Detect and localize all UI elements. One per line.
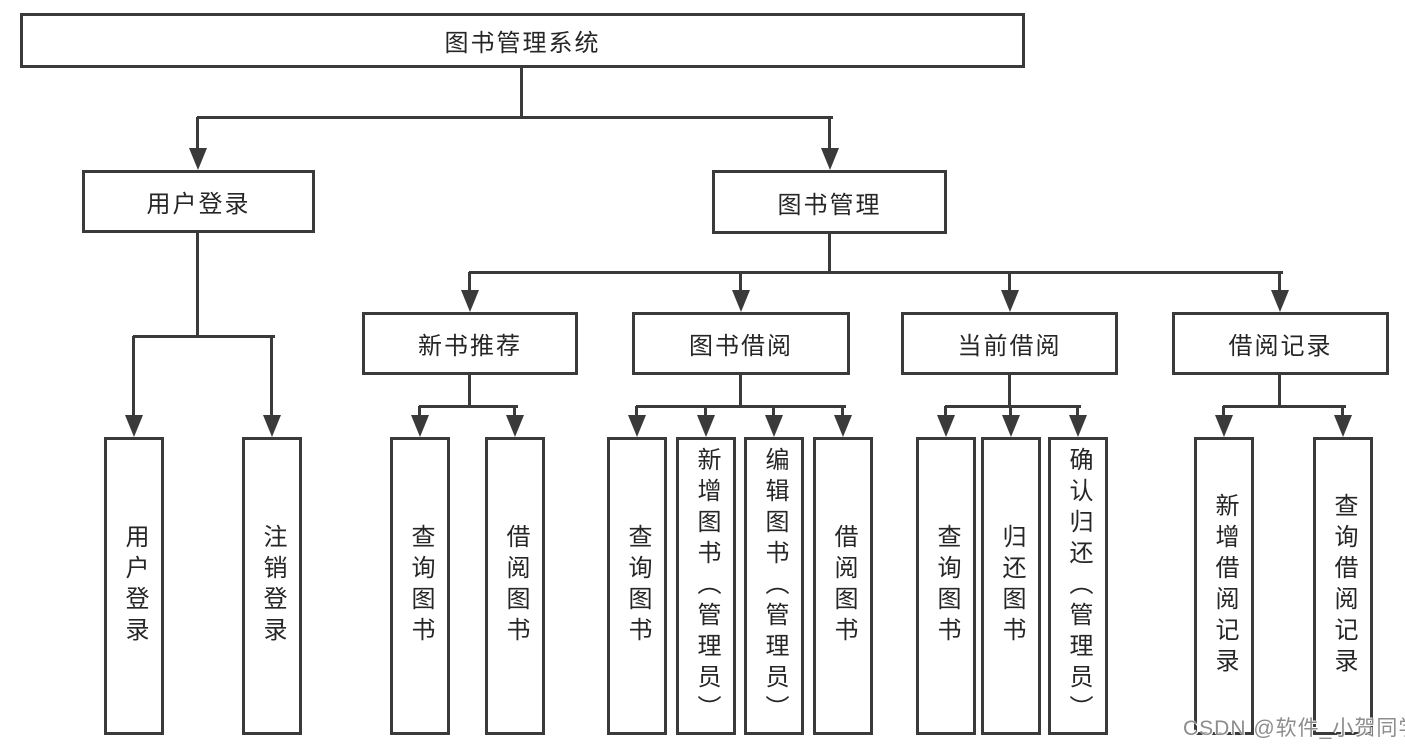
connector-line: [1009, 406, 1012, 419]
leaf-confirm-return-admin: 确认归还（管理员）: [1048, 437, 1108, 735]
arrow-down-icon: [1215, 415, 1233, 437]
connector-line: [1008, 272, 1011, 294]
connector-line: [419, 405, 518, 408]
leaf-add-books-admin: 新增图书（管理员）: [676, 437, 736, 735]
arrow-down-icon: [1002, 415, 1020, 437]
connector-line: [1341, 406, 1344, 419]
connector-line: [468, 375, 471, 408]
arrow-down-icon: [1001, 290, 1019, 312]
connector-line: [945, 405, 1081, 408]
connector-line: [1278, 272, 1281, 294]
node-book-borrowing: 图书借阅: [632, 312, 850, 375]
leaf-add-borrow-record: 新增借阅记录: [1194, 437, 1254, 735]
arrow-down-icon: [125, 415, 143, 437]
leaf-return-books: 归还图书: [981, 437, 1041, 735]
arrow-down-icon: [628, 415, 646, 437]
leaf-borrow-books-recommend: 借阅图书: [485, 437, 545, 735]
connector-line: [636, 405, 846, 408]
arrow-down-icon: [263, 415, 281, 437]
connector-line: [828, 234, 831, 274]
connector-line: [133, 335, 275, 338]
leaf-query-books-recommend: 查询图书: [390, 437, 450, 735]
arrow-down-icon: [821, 148, 839, 170]
connector-line: [1008, 375, 1011, 408]
connector-line: [418, 406, 421, 419]
arrow-down-icon: [834, 415, 852, 437]
connector-line: [1222, 406, 1225, 419]
arrow-down-icon: [506, 415, 524, 437]
connector-line: [772, 406, 775, 419]
leaf-query-borrow-record: 查询借阅记录: [1313, 437, 1373, 735]
connector-line: [197, 116, 833, 119]
watermark: CSDN @软件_小贺同学: [1183, 717, 1405, 740]
connector-line: [635, 406, 638, 419]
connector-line: [944, 406, 947, 419]
arrow-down-icon: [1069, 415, 1087, 437]
connector-line: [828, 117, 831, 152]
connector-line: [196, 117, 199, 152]
connector-line: [739, 375, 742, 408]
node-user-login: 用户登录: [82, 170, 315, 233]
connector-line: [469, 271, 1283, 274]
leaf-edit-books-admin: 编辑图书（管理员）: [744, 437, 804, 735]
connector-line: [739, 272, 742, 294]
leaf-logout-login: 注销登录: [242, 437, 302, 735]
connector-line: [520, 68, 523, 119]
node-new-book-recommendation: 新书推荐: [362, 312, 578, 375]
connector-line: [1076, 406, 1079, 419]
leaf-user-login: 用户登录: [104, 437, 164, 735]
arrow-down-icon: [461, 290, 479, 312]
connector-line: [513, 406, 516, 419]
connector-line: [704, 406, 707, 419]
connector-line: [1223, 405, 1346, 408]
arrow-down-icon: [732, 290, 750, 312]
arrow-down-icon: [697, 415, 715, 437]
node-borrowing-records: 借阅记录: [1172, 312, 1389, 375]
arrow-down-icon: [189, 148, 207, 170]
connector-line: [468, 272, 471, 294]
connector-line: [196, 233, 199, 338]
leaf-query-books-current: 查询图书: [916, 437, 976, 735]
arrow-down-icon: [937, 415, 955, 437]
connector-line: [270, 336, 273, 419]
arrow-down-icon: [1334, 415, 1352, 437]
arrow-down-icon: [765, 415, 783, 437]
leaf-query-books-borrow: 查询图书: [607, 437, 667, 735]
arrow-down-icon: [1271, 290, 1289, 312]
node-current-borrowing: 当前借阅: [901, 312, 1118, 375]
node-book-management: 图书管理: [712, 170, 947, 234]
connector-line: [841, 406, 844, 419]
connector-line: [132, 336, 135, 419]
leaf-borrow-books-borrow: 借阅图书: [813, 437, 873, 735]
arrow-down-icon: [411, 415, 429, 437]
node-system-root: 图书管理系统: [20, 13, 1025, 68]
connector-line: [1278, 375, 1281, 408]
